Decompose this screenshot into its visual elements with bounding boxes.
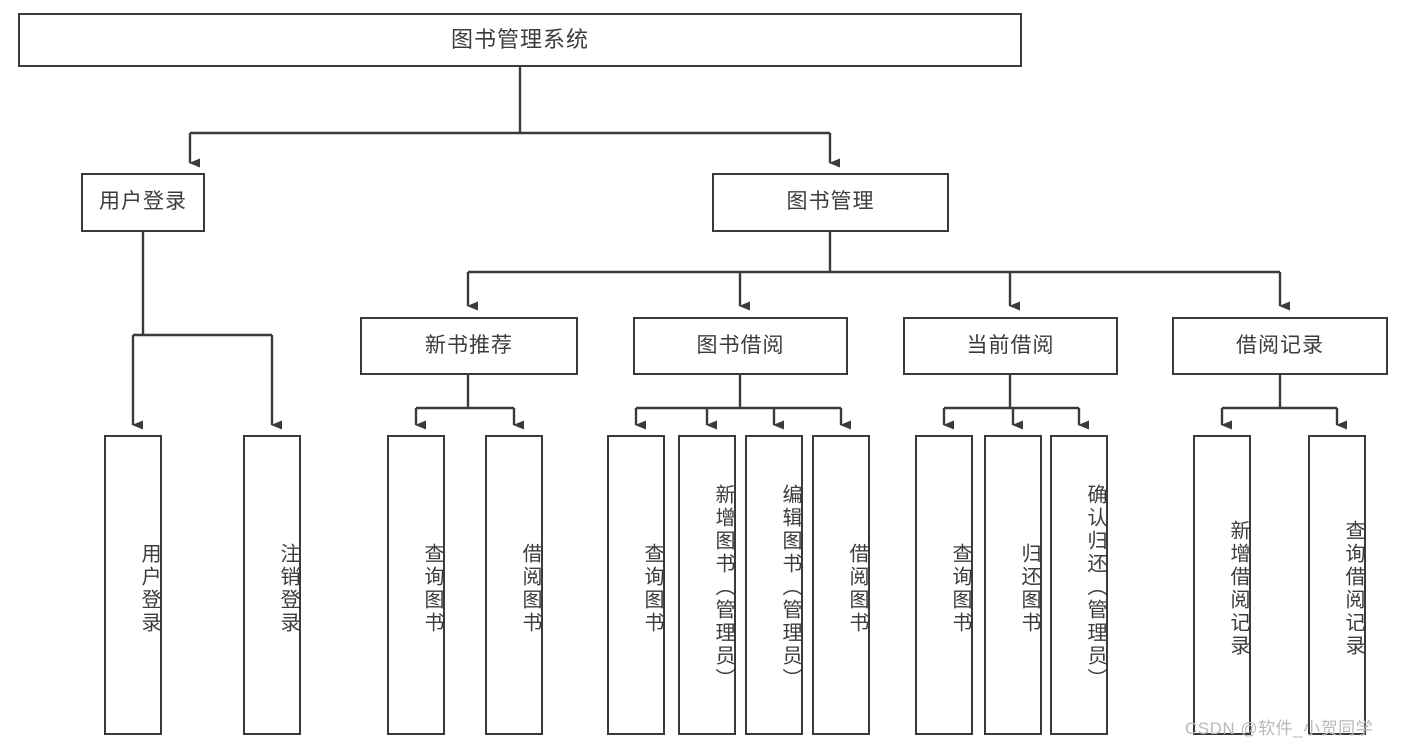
leaf-borrow-record-query-record[interactable]: 查询借阅记录 [1308,435,1366,735]
leaf-user-login-login[interactable]: 用户登录 [104,435,162,735]
leaf-book-borrow-borrow-books[interactable]: 借阅图书 [812,435,870,735]
leaf-current-borrow-confirm-return-admin[interactable]: 确认归还（管理员） [1050,435,1108,735]
node-borrow-record[interactable]: 借阅记录 [1172,317,1388,375]
node-user-login[interactable]: 用户登录 [81,173,205,232]
node-new-book-recommend[interactable]: 新书推荐 [360,317,578,375]
leaf-new-book-query-books[interactable]: 查询图书 [387,435,445,735]
watermark-text: CSDN @软件_小贺同学 [1185,719,1374,738]
leaf-book-borrow-edit-book-admin[interactable]: 编辑图书（管理员） [745,435,803,735]
leaf-book-borrow-add-book-admin[interactable]: 新增图书（管理员） [678,435,736,735]
leaf-new-book-borrow-books[interactable]: 借阅图书 [485,435,543,735]
node-book-borrow[interactable]: 图书借阅 [633,317,848,375]
leaf-current-borrow-return-books[interactable]: 归还图书 [984,435,1042,735]
leaf-book-borrow-query-books[interactable]: 查询图书 [607,435,665,735]
node-book-management[interactable]: 图书管理 [712,173,949,232]
node-current-borrow[interactable]: 当前借阅 [903,317,1118,375]
leaf-user-login-logout[interactable]: 注销登录 [243,435,301,735]
leaf-borrow-record-add-record[interactable]: 新增借阅记录 [1193,435,1251,735]
leaf-current-borrow-query-books[interactable]: 查询图书 [915,435,973,735]
node-root-book-management-system[interactable]: 图书管理系统 [18,13,1022,67]
